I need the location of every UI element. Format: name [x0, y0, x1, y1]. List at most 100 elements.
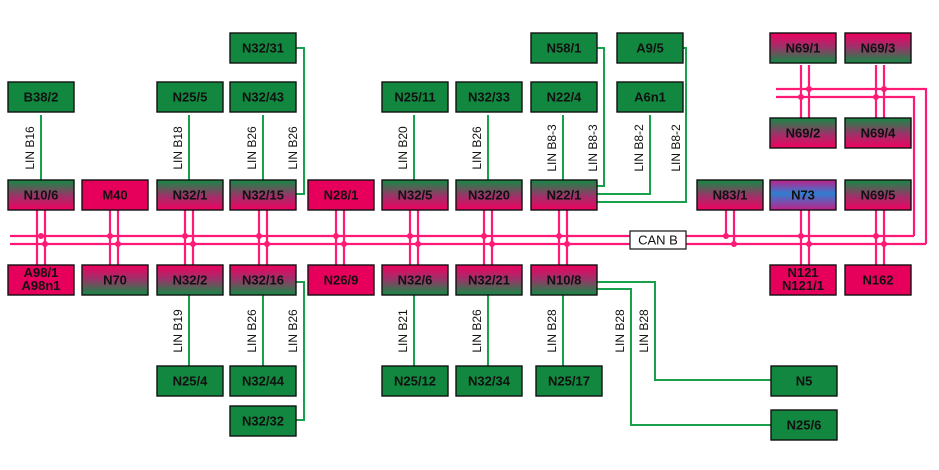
node-box [770, 409, 838, 441]
node-label: N25/17 [548, 374, 590, 389]
node-n32-21: N32/21 [455, 264, 523, 296]
node-box [616, 81, 684, 113]
node-a6n1: A6n1 [616, 81, 684, 113]
node-label: A98/1 [24, 265, 59, 280]
wire-label-lin-b28-c: LIN B28 [637, 309, 651, 353]
node-box [844, 117, 912, 149]
node-label: N32/43 [242, 90, 284, 105]
node-n32-6: N32/6 [381, 264, 449, 296]
node-box [81, 264, 149, 296]
node-box [156, 365, 224, 397]
node-label: N69/1 [786, 41, 821, 56]
node-box [844, 32, 912, 64]
node-label: N32/21 [468, 273, 510, 288]
wire-label-lin-b8-2-a: LIN B8-2 [632, 124, 646, 172]
node-box [7, 264, 75, 296]
wire-label-lin-b26-e: LIN B26 [286, 309, 300, 353]
node-label: N69/2 [786, 126, 821, 141]
node-box [229, 405, 297, 437]
node-label: N32/2 [173, 273, 208, 288]
node-label: N73 [791, 188, 815, 203]
node-label: M40 [102, 188, 127, 203]
wire-label-lin-b8-3-a: LIN B8-3 [545, 124, 559, 172]
node-box [81, 179, 149, 211]
can-b-label-box: CAN B [629, 230, 687, 250]
node-n69-1: N69/1 [769, 32, 837, 64]
node-n32-32: N32/32 [229, 405, 297, 437]
node-box [616, 32, 684, 64]
lin-wires [40, 47, 771, 426]
node-box [769, 179, 837, 211]
node-label: N28/1 [324, 188, 359, 203]
node-label: N25/5 [173, 90, 208, 105]
node-n32-15: N32/15 [229, 179, 297, 211]
node-box [455, 365, 523, 397]
node-n25-17: N25/17 [535, 365, 603, 397]
node-label: N69/4 [861, 126, 896, 141]
wire-label-lin-b26-d: LIN B26 [245, 309, 259, 353]
node-box [455, 81, 523, 113]
node-box [530, 32, 598, 64]
node-box [455, 179, 523, 211]
node-label: N25/4 [173, 374, 208, 389]
node-box [769, 117, 837, 149]
node-label: N83/1 [713, 188, 748, 203]
node-box [229, 365, 297, 397]
node-n32-34: N32/34 [455, 365, 523, 397]
node-box [844, 179, 912, 211]
node-label: N70 [103, 273, 127, 288]
node-n162: N162 [844, 264, 912, 296]
node-label: N26/9 [324, 273, 359, 288]
node-box [381, 264, 449, 296]
node-n32-43: N32/43 [229, 81, 297, 113]
node-label: N32/32 [242, 414, 284, 429]
node-box [156, 179, 224, 211]
node-label: N69/3 [861, 41, 896, 56]
node-label: N58/1 [547, 41, 582, 56]
node-label: N32/34 [468, 374, 511, 389]
node-box [7, 81, 75, 113]
node-n73: N73 [769, 179, 837, 211]
node-box [530, 179, 598, 211]
can-b-label: CAN B [638, 233, 678, 248]
node-n69-3: N69/3 [844, 32, 912, 64]
node-n25-11: N25/11 [381, 81, 449, 113]
node-n70: N70 [81, 264, 149, 296]
node-label: N10/8 [547, 273, 582, 288]
node-label: N32/1 [173, 188, 208, 203]
node-label: A98n1 [21, 278, 60, 293]
node-box [229, 179, 297, 211]
node-label: N22/1 [547, 188, 582, 203]
wire-label-lin-b19: LIN B19 [171, 309, 185, 353]
node-n25-6: N25/6 [770, 409, 838, 441]
node-n5: N5 [770, 365, 838, 397]
node-box [156, 264, 224, 296]
node-n69-5: N69/5 [844, 179, 912, 211]
wire-label-lin-b28-a: LIN B28 [545, 309, 559, 353]
node-n28-1: N28/1 [307, 179, 375, 211]
node-label: N69/5 [861, 188, 896, 203]
node-n32-16: N32/16 [229, 264, 297, 296]
node-box [381, 365, 449, 397]
node-box [770, 365, 838, 397]
node-n69-4: N69/4 [844, 117, 912, 149]
node-box [307, 264, 375, 296]
node-n32-1: N32/1 [156, 179, 224, 211]
node-label: N10/6 [24, 188, 59, 203]
node-a9-5: A9/5 [616, 32, 684, 64]
node-n25-4: N25/4 [156, 365, 224, 397]
node-n32-5: N32/5 [381, 179, 449, 211]
node-label: N22/4 [547, 90, 582, 105]
node-label: N32/44 [242, 374, 285, 389]
node-b38-2: B38/2 [7, 81, 75, 113]
wire-label-lin-b8-2-b: LIN B8-2 [669, 124, 683, 172]
node-label: N121 [787, 265, 818, 280]
node-n22-1: N22/1 [530, 179, 598, 211]
node-box [307, 179, 375, 211]
wire-label-lin-b26-a: LIN B26 [245, 126, 259, 170]
wire-label-lin-b28-b: LIN B28 [613, 309, 627, 353]
wire-label-lin-b16: LIN B16 [23, 126, 37, 170]
